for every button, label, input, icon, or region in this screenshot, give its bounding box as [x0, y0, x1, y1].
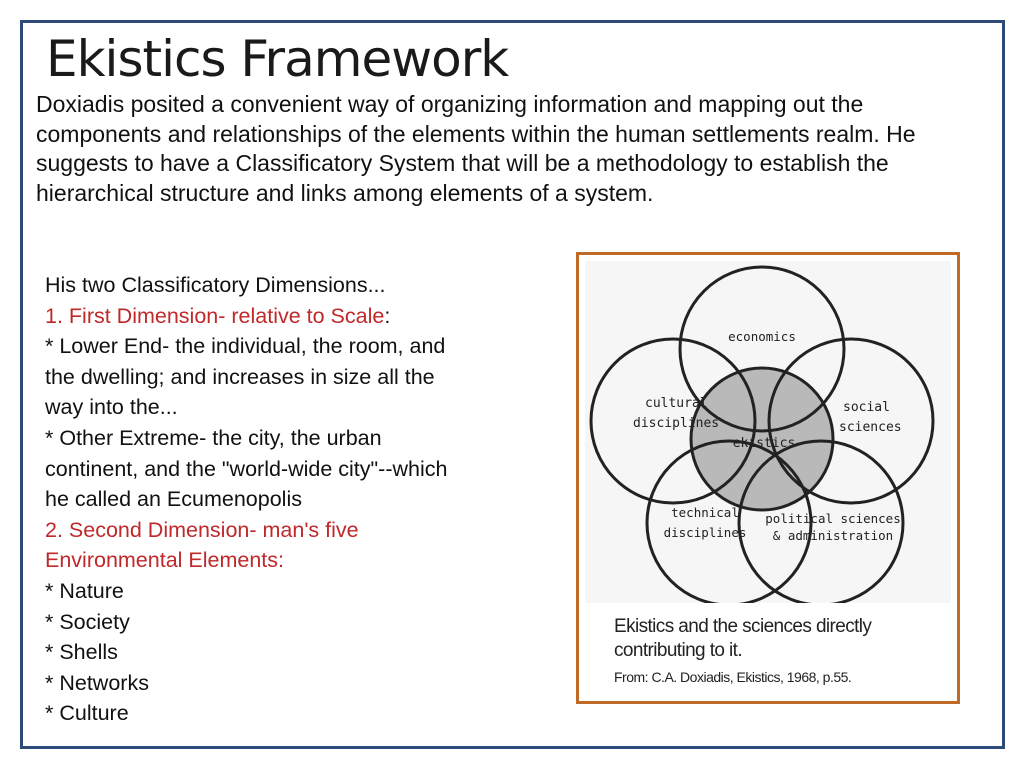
second-dimension-label: Environmental Elements: [45, 548, 284, 573]
label-political-sciences: political sciences [765, 511, 900, 526]
label-social: social [843, 400, 890, 415]
figure-source: From: C.A. Doxiadis, Ekistics, 1968, p.5… [614, 669, 852, 685]
figure-image-area: economics cultural disciplines social sc… [585, 261, 951, 607]
element-item-shells: * Shells [45, 640, 118, 665]
label-cultural-disciplines: disciplines [633, 416, 719, 431]
first-dimension-colon: : [384, 303, 391, 328]
first-dimension-text: he called an Ecumenopolis [45, 487, 302, 512]
label-cultural: cultural [645, 396, 708, 411]
dimensions-list: His two Classificatory Dimensions... 1. … [45, 270, 545, 729]
circle-economics [678, 265, 846, 433]
ekistics-figure: economics cultural disciplines social sc… [576, 252, 960, 704]
first-dimension-text: the dwelling; and increases in size all … [45, 364, 435, 389]
label-administration: & administration [773, 528, 893, 543]
element-item-networks: * Networks [45, 670, 149, 695]
dimensions-heading: His two Classificatory Dimensions... [45, 273, 386, 297]
first-dimension-line: 1. First Dimension- relative to Scale: [45, 301, 545, 332]
first-dimension-label: 1. First Dimension- relative to Scale [45, 303, 385, 328]
circle-cultural-disciplines [589, 337, 757, 505]
label-economics: economics [728, 329, 796, 344]
first-dimension-text: * Other Extreme- the city, the urban [45, 425, 382, 450]
figure-caption: Ekistics and the sciences directly contr… [614, 616, 872, 661]
venn-diagram: economics cultural disciplines social sc… [589, 265, 935, 607]
label-ekistics: ekistics [733, 436, 796, 451]
label-technical-disciplines: disciplines [664, 525, 747, 540]
first-dimension-text: continent, and the "world-wide city"--wh… [45, 456, 448, 481]
element-item-culture: * Culture [45, 701, 129, 726]
first-dimension-text: way into the... [45, 395, 178, 420]
intro-paragraph: Doxiadis posited a convenient way of org… [36, 91, 916, 206]
center-circle-ekistics [689, 366, 835, 512]
label-sciences: sciences [839, 420, 902, 435]
label-technical: technical [671, 505, 739, 520]
circle-social-sciences [767, 337, 935, 505]
element-item-society: * Society [45, 609, 130, 634]
slide-frame [20, 20, 1005, 749]
element-item-nature: * Nature [45, 578, 124, 603]
slide-title: Ekistics Framework [46, 30, 509, 88]
second-dimension-label: 2. Second Dimension- man's five [45, 517, 359, 542]
first-dimension-text: * Lower End- the individual, the room, a… [45, 334, 446, 359]
